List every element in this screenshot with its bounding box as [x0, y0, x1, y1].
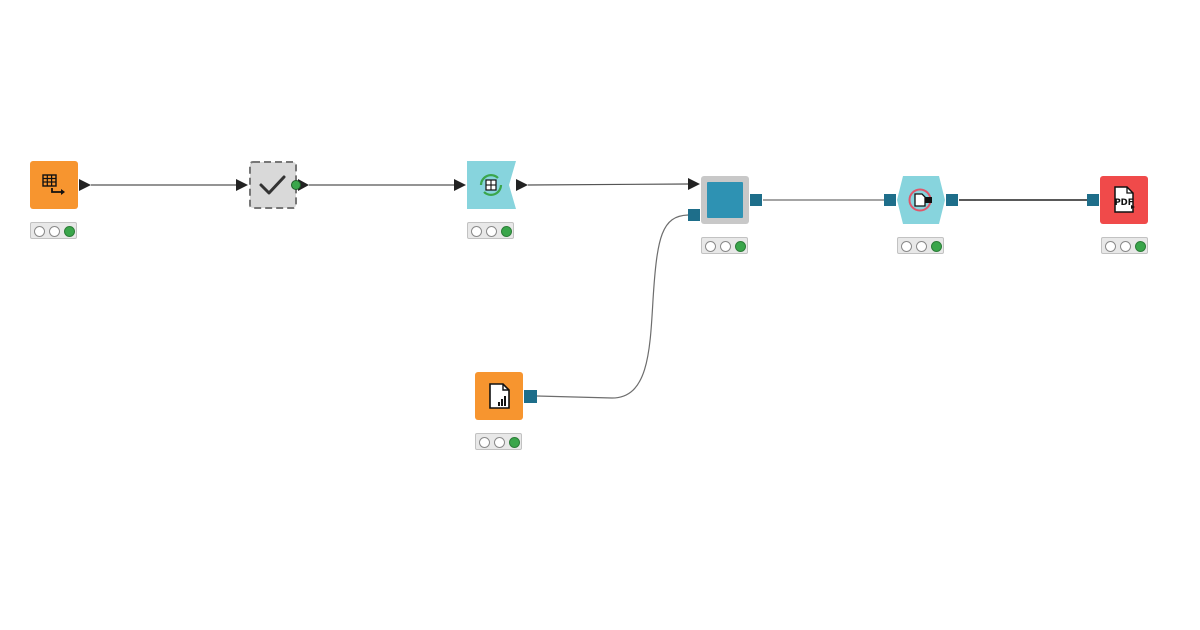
composer-data-input-port[interactable] [687, 177, 701, 191]
component-checkmark-node[interactable] [249, 161, 297, 209]
status-dot-idle [1120, 240, 1131, 252]
table-cycle-icon [479, 174, 503, 196]
converter-output-port[interactable] [946, 194, 958, 206]
status-dot-idle [901, 240, 912, 252]
status-dot-executed [64, 225, 75, 237]
document-ring-icon [908, 188, 932, 212]
table-to-view-node[interactable] [467, 161, 516, 209]
status-dot-executed [735, 240, 746, 252]
converter-input-port[interactable] [884, 194, 896, 206]
table-view-input-port[interactable] [453, 178, 467, 192]
status-dot-executed [1135, 240, 1146, 252]
document-chart-icon [489, 383, 510, 409]
table-to-view-status-traffic-light [467, 222, 514, 239]
status-dot-executed [501, 225, 512, 237]
square-view-icon [707, 182, 743, 218]
image-reader-node[interactable] [475, 372, 523, 420]
view-composer-node[interactable] [701, 176, 749, 224]
status-dot-idle [494, 436, 505, 448]
status-dot-idle [1105, 240, 1116, 252]
document-converter-status-traffic-light [897, 237, 944, 254]
pdf-writer-node[interactable]: PDF [1100, 176, 1148, 224]
status-dot-idle [705, 240, 716, 252]
table-arrow-icon [42, 174, 65, 195]
pdf-writer-input-port[interactable] [1087, 194, 1099, 206]
connection-image-reader-to-composer[interactable] [536, 214, 689, 399]
status-dot-idle [49, 225, 60, 237]
image-reader-output-port[interactable] [524, 390, 537, 403]
status-dot-idle [720, 240, 731, 252]
status-dot-idle [486, 225, 497, 237]
table-creator-node[interactable] [30, 161, 78, 209]
checkmark-output-port[interactable] [290, 178, 310, 192]
status-dot-idle [471, 225, 482, 237]
status-dot-idle [34, 225, 45, 237]
pdf-document-icon: PDF [1114, 186, 1135, 213]
checkmark-icon [259, 175, 286, 195]
table-view-output-port[interactable] [515, 178, 529, 192]
table-creator-output-port[interactable] [78, 178, 92, 192]
document-converter-node[interactable] [897, 176, 945, 224]
connection-table-view-to-composer[interactable] [527, 183, 689, 186]
status-dot-idle [479, 436, 490, 448]
status-dot-executed [931, 240, 942, 252]
image-reader-status-traffic-light [475, 433, 522, 450]
pdf-icon-label: PDF [1114, 198, 1133, 208]
status-dot-executed [509, 436, 520, 448]
table-creator-status-traffic-light [30, 222, 77, 239]
checkmark-input-port[interactable] [235, 178, 249, 192]
composer-object-input-port[interactable] [688, 209, 700, 221]
composer-object-output-port[interactable] [750, 194, 762, 206]
view-composer-status-traffic-light [701, 237, 748, 254]
pdf-writer-status-traffic-light [1101, 237, 1148, 254]
status-dot-idle [916, 240, 927, 252]
